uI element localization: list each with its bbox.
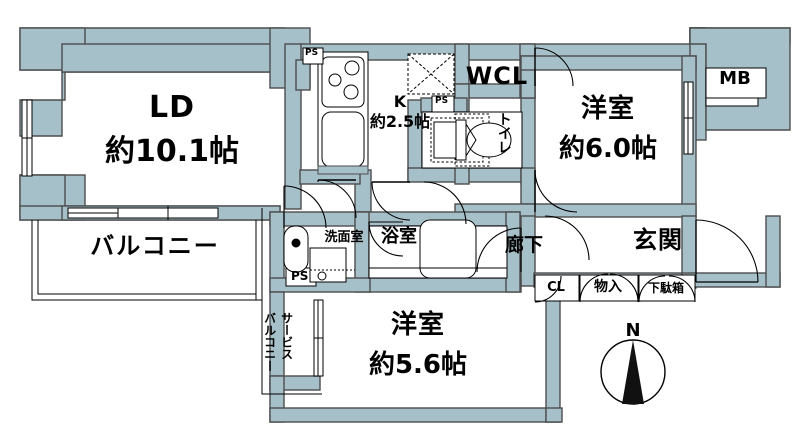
room-area-bedroom2: 約5.6帖: [368, 350, 468, 380]
label-closet: CL: [547, 280, 565, 295]
ld-balcony-sliding-door: [67, 206, 219, 220]
ps-boxes: [285, 47, 455, 287]
label-corridor: 廊下: [504, 234, 544, 256]
label-storage: 物入: [594, 279, 622, 295]
label-ps-top: PS: [305, 48, 319, 58]
room-label-bedroom1: 洋室: [580, 94, 636, 124]
bedroom1-window: [683, 81, 694, 155]
washroom-fixtures: [283, 225, 355, 283]
label-entrance: 玄関: [633, 226, 683, 254]
room-label-ld: LD: [148, 90, 196, 125]
label-ps-left: PS: [291, 269, 309, 283]
label-bathroom: 浴室: [381, 226, 417, 247]
room-area-ld: 約10.1帖: [104, 134, 240, 169]
kitchen-unit: [317, 51, 369, 173]
compass-rose: [600, 339, 666, 405]
label-balcony: バルコニー: [90, 232, 220, 260]
room-label-kitchen: K: [393, 92, 407, 111]
entry-storage-boxes: [534, 274, 696, 302]
appliance-space: [407, 53, 455, 95]
label-mb: MB: [719, 68, 751, 89]
fixtures: [21, 47, 767, 395]
toilet-fixture: [421, 111, 523, 169]
service-balcony-outline: [255, 294, 322, 395]
label-service-balcony-line1: バルコニー: [262, 312, 277, 372]
label-service-balcony-line2: サービス: [279, 312, 294, 360]
label-shoe-box: 下駄箱: [647, 281, 685, 295]
label-ps-toilet: PS: [435, 96, 449, 106]
label-toilet: トイレ: [495, 112, 512, 154]
ld-window-left: [21, 99, 33, 177]
service-balcony-door: [313, 299, 324, 377]
mb-box: [705, 67, 767, 107]
balcony-outline: [31, 208, 263, 301]
bathtub: [368, 219, 508, 279]
room-label-wcl: WCL: [465, 62, 529, 90]
room-area-bedroom1: 約6.0帖: [558, 134, 658, 164]
room-label-bedroom2: 洋室: [390, 310, 446, 340]
room-area-kitchen: 約2.5帖: [369, 112, 431, 131]
walls: [19, 27, 791, 423]
compass-north-label: N: [625, 320, 641, 341]
label-washroom: 洗面室: [324, 230, 364, 245]
door-swings: [283, 47, 759, 303]
